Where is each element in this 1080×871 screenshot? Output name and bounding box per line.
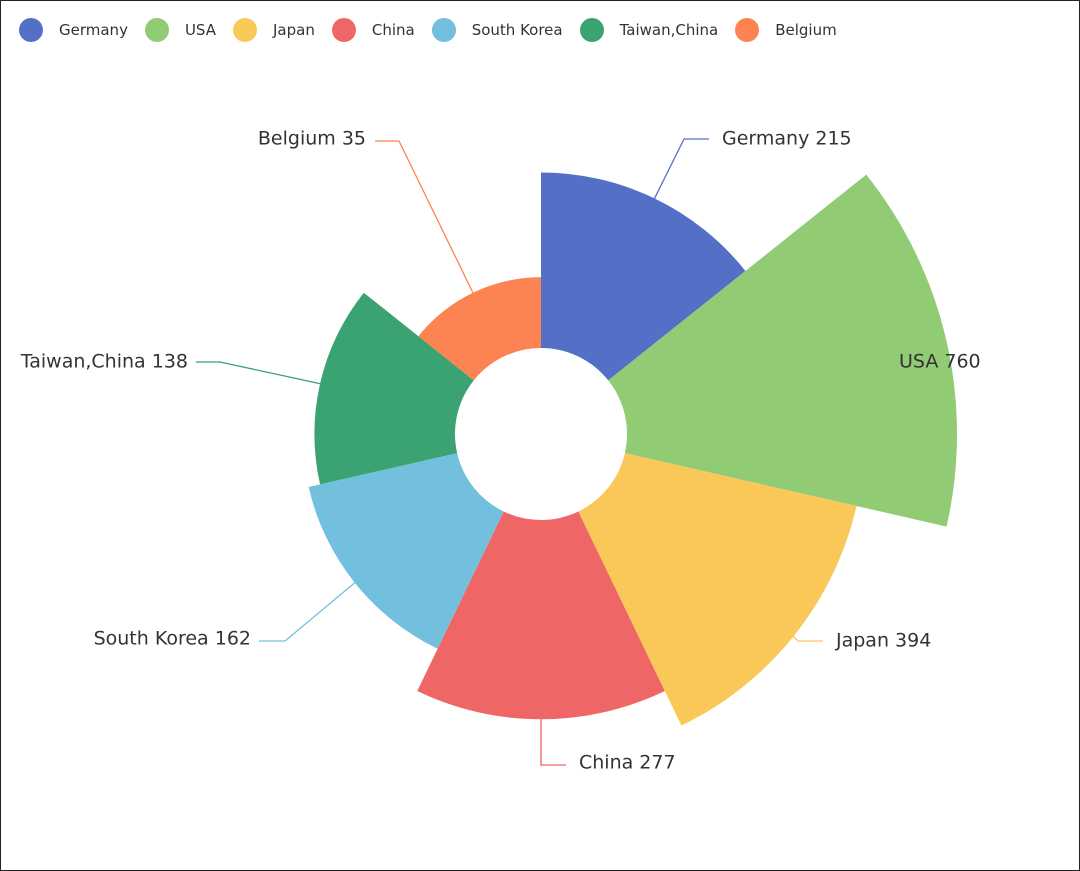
legend-label: Germany: [59, 21, 128, 39]
rose-slice-usa[interactable]: [608, 174, 957, 527]
label-line-china: [540, 711, 566, 766]
legend-label: China: [371, 21, 415, 39]
data-label-taiwan-china: Taiwan,China 138: [20, 351, 188, 373]
rose-slice-germany[interactable]: [541, 172, 746, 381]
rose-slice-belgium[interactable]: [418, 277, 541, 381]
legend: Germany USA Japan China South Korea Taiw…: [19, 17, 854, 43]
data-label-japan: Japan 394: [835, 630, 931, 652]
label-line-germany: [650, 138, 709, 206]
legend-item-taiwan-china[interactable]: Taiwan,China: [579, 18, 719, 42]
legend-label: Taiwan,China: [619, 21, 719, 39]
legend-swatch-belgium: [735, 18, 760, 42]
data-label-china: China 277: [579, 752, 676, 774]
legend-label: Japan: [273, 21, 315, 39]
legend-swatch-japan: [233, 18, 257, 42]
legend-label: Belgium: [775, 21, 837, 39]
legend-swatch-taiwan-china: [579, 18, 604, 42]
label-line-taiwan-china: [196, 361, 328, 386]
rose-slice-japan[interactable]: [578, 453, 857, 726]
data-label-germany: Germany 215: [722, 128, 852, 150]
legend-label: South Korea: [471, 21, 563, 39]
legend-item-germany[interactable]: Germany: [19, 18, 128, 42]
label-line-japan: [787, 630, 823, 642]
legend-label: USA: [184, 21, 216, 39]
data-label-south-korea: South Korea 162: [94, 628, 251, 650]
label-line-usa: [858, 342, 939, 363]
label-line-belgium: [375, 140, 478, 301]
rose-slice-south-korea[interactable]: [308, 453, 504, 649]
legend-swatch-germany: [19, 18, 43, 42]
rose-slice-china[interactable]: [417, 511, 665, 720]
legend-item-south-korea[interactable]: South Korea: [431, 18, 563, 42]
legend-swatch-usa: [144, 18, 169, 42]
legend-item-usa[interactable]: USA: [144, 18, 216, 42]
legend-item-belgium[interactable]: Belgium: [735, 18, 837, 42]
data-label-belgium: Belgium 35: [258, 128, 366, 150]
label-line-south-korea: [259, 577, 362, 642]
rose-slice-taiwan-china[interactable]: [314, 292, 474, 485]
data-label-usa: USA 760: [899, 351, 981, 373]
legend-swatch-china: [331, 18, 356, 42]
legend-swatch-south-korea: [431, 18, 456, 42]
legend-item-japan[interactable]: Japan: [233, 18, 315, 42]
legend-item-china[interactable]: China: [331, 18, 415, 42]
